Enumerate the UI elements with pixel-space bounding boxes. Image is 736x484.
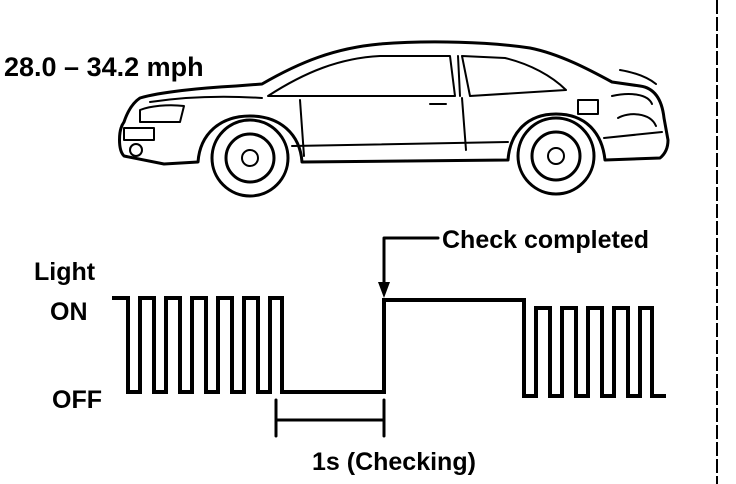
interval-label: 1s (Checking) (312, 448, 476, 476)
arrow-down-icon (378, 236, 440, 298)
signal-axis-label: Light (34, 258, 96, 286)
signal-waveform (126, 296, 666, 398)
check-completed-label: Check completed (442, 226, 649, 254)
signal-off-label: OFF (52, 386, 102, 414)
speed-range-label: 28.0 – 34.2 mph (4, 52, 204, 82)
car-side-icon (118, 40, 670, 198)
signal-on-label: ON (50, 298, 88, 326)
